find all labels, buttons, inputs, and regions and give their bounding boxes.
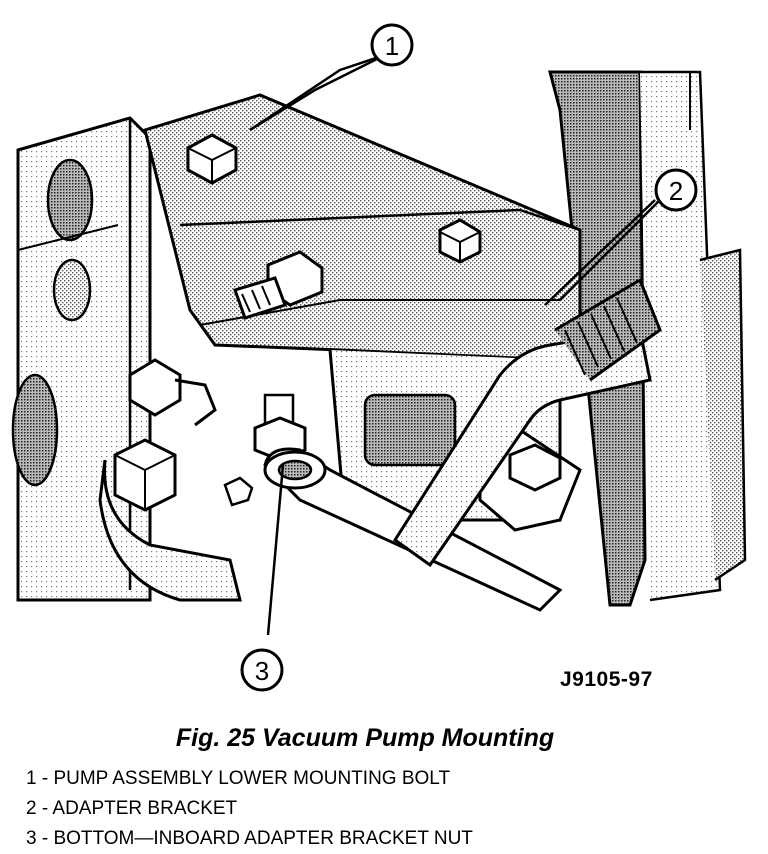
legend-item-3: 3 - BOTTOM—INBOARD ADAPTER BRACKET NUT — [26, 828, 473, 849]
vacuum-hose — [392, 277, 662, 568]
callout-2: 2 — [654, 168, 698, 212]
engine-block — [11, 116, 152, 602]
vacuum-pump-illustration: 1 2 3 — [11, 23, 747, 692]
legend-item-2: 2 - ADAPTER BRACKET — [26, 798, 238, 819]
callout-1-label: 1 — [385, 31, 399, 61]
callout-1: 1 — [370, 23, 414, 67]
figure-caption: Fig. 25 Vacuum Pump Mounting — [175, 724, 555, 752]
legend-list: 1 - PUMP ASSEMBLY LOWER MOUNTING BOLT 2 … — [26, 764, 473, 854]
bottom-inboard-adapter-bracket-nut — [263, 443, 562, 492]
legend-item-1: 1 - PUMP ASSEMBLY LOWER MOUNTING BOLT — [26, 768, 451, 789]
leader-lines — [249, 53, 661, 636]
figure-code: J9105-97 — [560, 668, 653, 691]
stud-fitting — [233, 250, 324, 320]
upper-bolt — [186, 133, 238, 185]
callout-3-label: 3 — [255, 656, 269, 686]
callout-3: 3 — [240, 648, 284, 692]
hose-fitting-left — [98, 358, 242, 602]
callout-2-label: 2 — [669, 176, 683, 206]
pump-lower-mounting-bolt — [438, 218, 482, 264]
